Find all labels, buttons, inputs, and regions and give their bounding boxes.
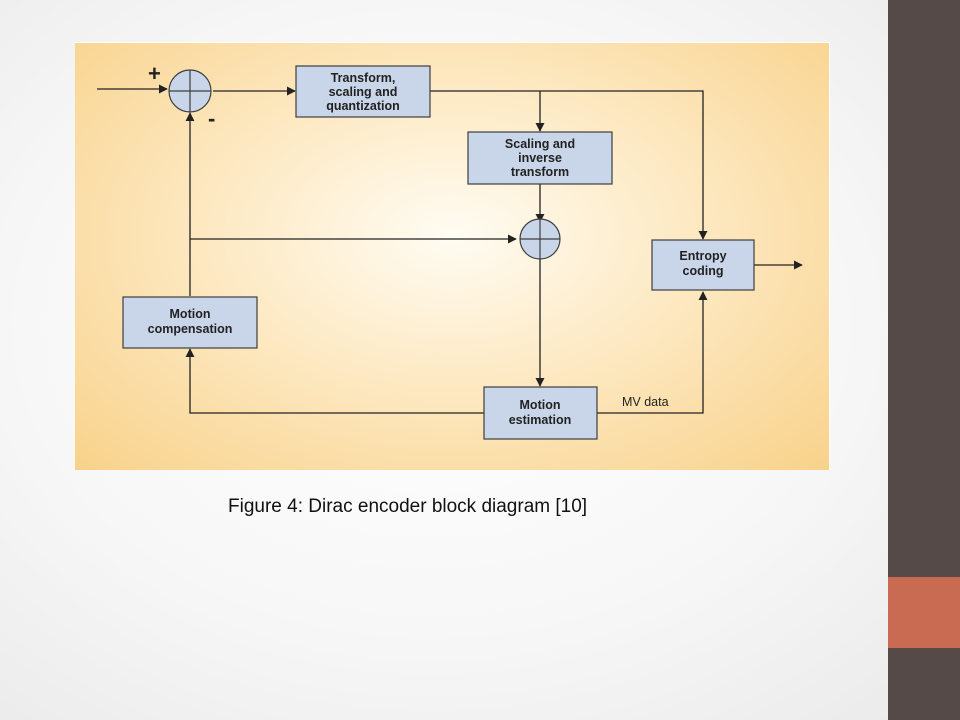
transform-block: Transform, scaling and quantization: [295, 65, 431, 118]
estimation-label-line-2: estimation: [509, 413, 572, 427]
mv-data-label: MV data: [622, 395, 669, 409]
minus-sign: -: [208, 106, 215, 131]
entropy-label-line-2: coding: [683, 264, 724, 278]
entropy-coding-block: Entropy coding: [651, 239, 755, 291]
connections: [97, 84, 803, 414]
slide-sidebar-accent: [888, 577, 960, 648]
transform-label-line-3: quantization: [326, 99, 400, 113]
mv-data-to-entropy-wire: [597, 291, 708, 414]
estimation-label-line-1: Motion: [520, 398, 561, 412]
inverse-label-line-2: inverse: [518, 151, 562, 165]
entropy-label-line-1: Entropy: [679, 249, 726, 263]
compensation-label-line-1: Motion: [170, 307, 211, 321]
transform-label-line-2: scaling and: [329, 85, 398, 99]
plus-sign: +: [148, 61, 161, 86]
transform-to-entropy-wire: [430, 90, 708, 240]
adder-node: [519, 218, 561, 260]
motion-compensation-block: Motion compensation: [122, 296, 258, 349]
transform-label-line-1: Transform,: [331, 71, 396, 85]
motion-estimation-block: Motion estimation: [483, 386, 598, 440]
inverse-transform-block: Scaling and inverse transform: [467, 131, 613, 185]
figure-caption: Figure 4: Dirac encoder block diagram [1…: [228, 496, 588, 517]
compensation-label-line-2: compensation: [148, 322, 233, 336]
inverse-label-line-3: transform: [511, 165, 569, 179]
estimation-to-compensation-wire: [185, 348, 484, 414]
inverse-label-line-1: Scaling and: [505, 137, 575, 151]
subtractor-node: [168, 69, 212, 113]
